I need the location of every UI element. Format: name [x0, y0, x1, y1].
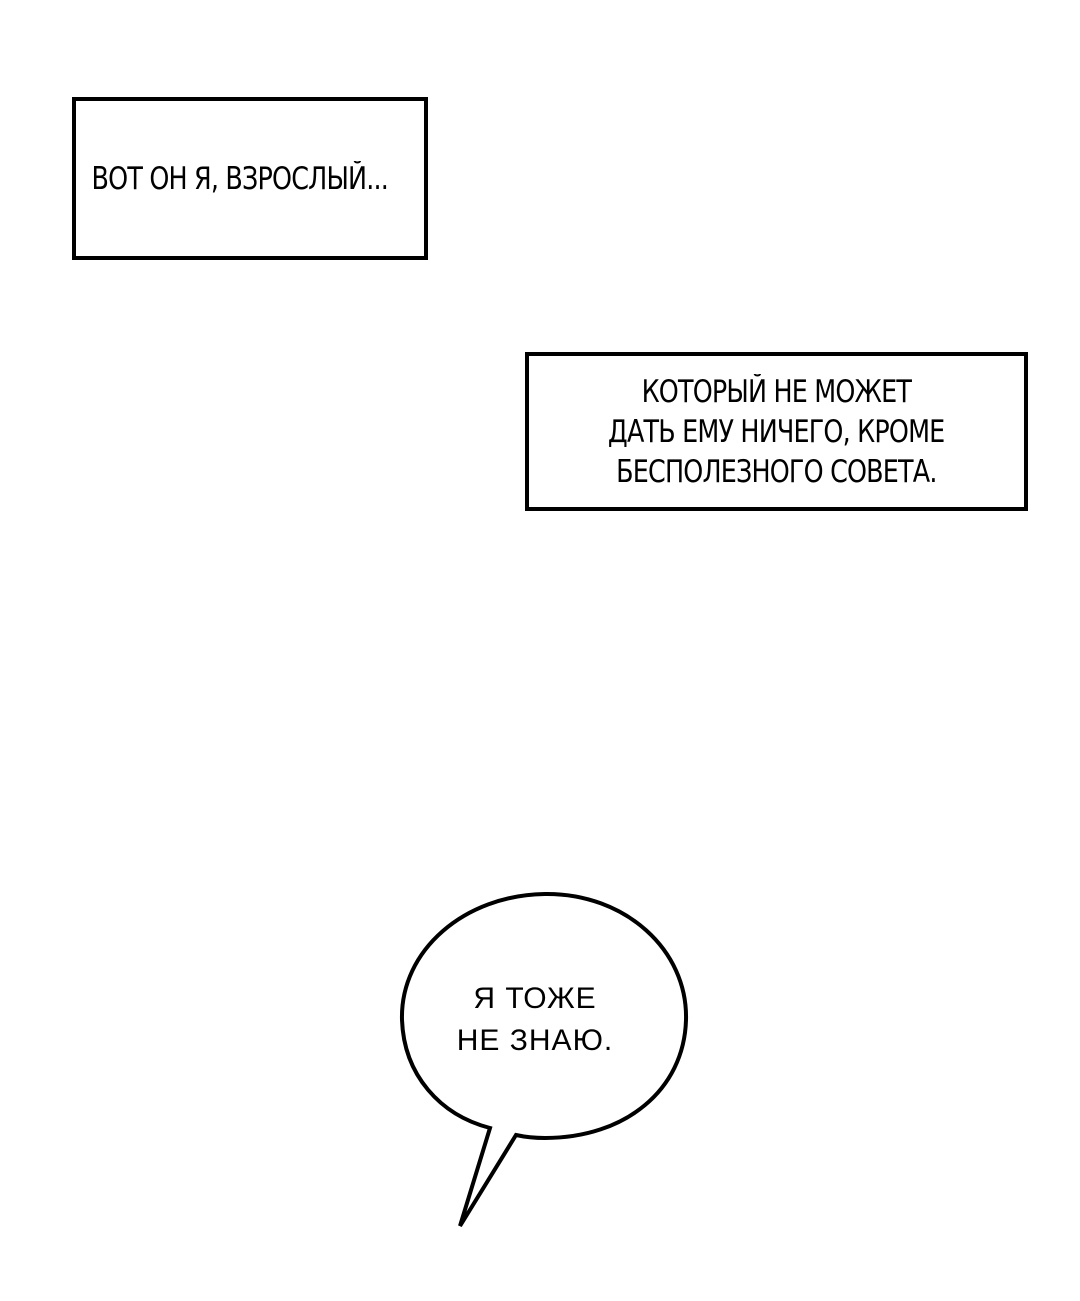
speech-bubble-outline — [399, 891, 689, 1228]
narration-box-2: КОТОРЫЙ НЕ МОЖЕТ ДАТЬ ЕМУ НИЧЕГО, КРОМЕ … — [525, 352, 1028, 511]
narration-line: БЕСПОЛЕЗНОГО СОВЕТА. — [616, 453, 937, 490]
narration-line: ВОТ ОН Я, ВЗРОСЛЫЙ... — [91, 160, 389, 197]
speech-line: Я ТОЖЕ — [473, 982, 597, 1015]
narration-line: КОТОРЫЙ НЕ МОЖЕТ — [641, 373, 912, 410]
narration-box-1: ВОТ ОН Я, ВЗРОСЛЫЙ... — [72, 97, 428, 260]
narration-line: ДАТЬ ЕМУ НИЧЕГО, КРОМЕ — [608, 413, 945, 450]
speech-line: НЕ ЗНАЮ. — [456, 1024, 614, 1057]
speech-bubble-text: Я ТОЖЕ НЕ ЗНАЮ. — [400, 978, 690, 1062]
